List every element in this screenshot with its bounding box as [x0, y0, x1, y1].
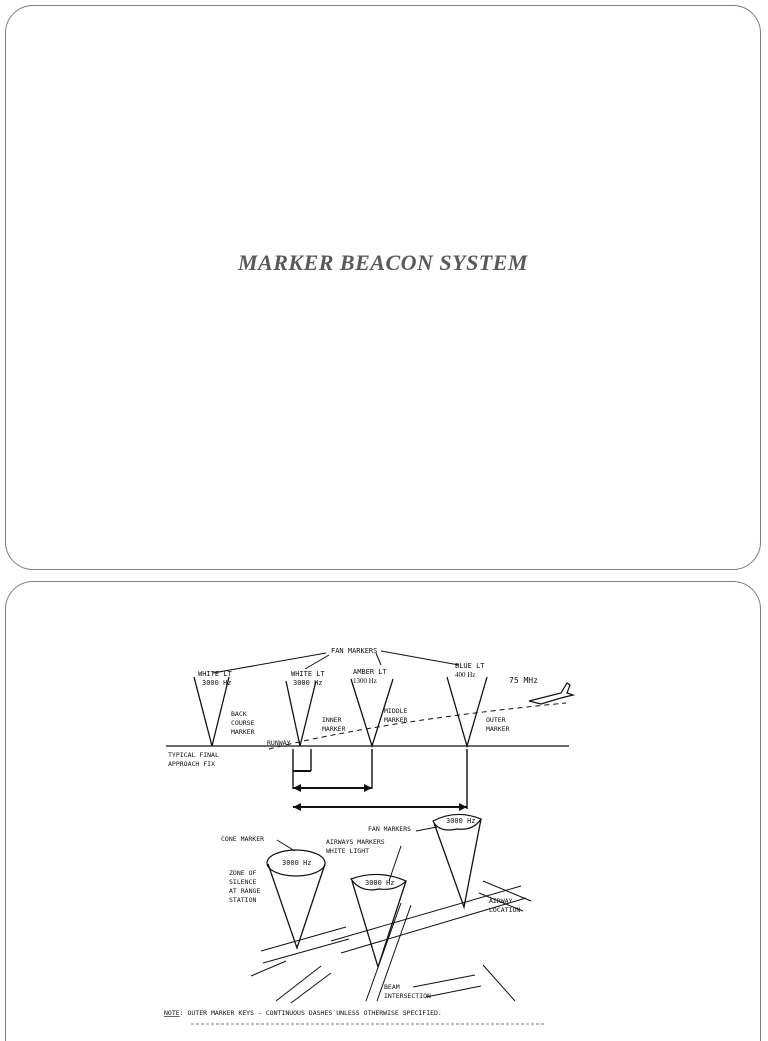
label-marker-bc: MARKER [231, 728, 255, 736]
label-hz-400: 400 Hz [455, 671, 475, 679]
label-intersection: INTERSECTION [384, 992, 431, 1000]
label-marker-inner: MARKER [322, 725, 346, 733]
note-label: NOTE [164, 1009, 180, 1017]
middle-marker-beam [350, 678, 394, 749]
label-zone-of: ZONE OF [229, 869, 256, 877]
label-at-range: AT RANGE [229, 887, 260, 895]
slide-title: MARKER BEACON SYSTEM [238, 250, 528, 275]
label-hz-3000-1: 3000 Hz [202, 679, 232, 687]
label-freq-75: 75 MHz [509, 676, 538, 685]
marker-beacon-diagram: FAN MARKERS WHITE LT 3000 Hz WHITE LT 30… [164, 647, 576, 1025]
glide-path [268, 702, 567, 750]
label-hz-fan-high: 3000 Hz [446, 817, 476, 825]
label-hz-cone: 3000 Hz [282, 859, 312, 867]
label-middle: MIDDLE [384, 707, 408, 715]
label-marker-outer: MARKER [486, 725, 510, 733]
label-airways-markers: AIRWAYS MARKERS [326, 838, 385, 846]
label-inner: INNER [322, 716, 342, 724]
label-fan-markers-low: FAN MARKERS [368, 825, 411, 833]
label-typical-final: TYPICAL FINAL [168, 751, 219, 759]
label-runway: RUNWAY [267, 739, 291, 747]
label-approach-fix: APPROACH FIX [168, 760, 215, 768]
label-beam: BEAM [384, 983, 400, 991]
outer-marker-beam [446, 676, 488, 749]
label-white-light: WHITE LIGHT [326, 847, 369, 855]
inner-marker-beam [285, 680, 317, 747]
label-hz-fan-low: 3000 Hz [365, 879, 395, 887]
label-outer: OUTER [486, 716, 506, 724]
label-marker-middle: MARKER [384, 716, 408, 724]
fan-marker-low-shape [351, 880, 407, 970]
fan-marker-high-shape [433, 818, 482, 910]
label-station: STATION [229, 896, 256, 904]
note-line: NOTE: OUTER MARKER KEYS - CONTINUOUS DAS… [164, 1009, 442, 1017]
diagram-slide: FAN MARKERS WHITE LT 3000 Hz WHITE LT 30… [5, 581, 761, 1041]
label-airway: AIRWAY [489, 897, 513, 905]
back-course-beam [193, 676, 230, 747]
label-cone-marker: CONE MARKER [221, 835, 264, 843]
label-hz-1300: 1300 Hz [353, 677, 377, 685]
aircraft-icon [528, 682, 576, 705]
label-back: BACK [231, 710, 247, 718]
label-white-lt-1: WHITE LT [198, 670, 233, 678]
label-location: LOCATION [489, 906, 520, 914]
label-fan-markers-top: FAN MARKERS [331, 647, 377, 655]
label-amber-lt: AMBER LT [353, 668, 388, 676]
label-silence: SILENCE [229, 878, 256, 886]
cone-marker-shape [267, 863, 326, 951]
label-blue-lt: BLUE LT [455, 662, 485, 670]
title-slide: MARKER BEACON SYSTEM [5, 5, 761, 570]
label-course: COURSE [231, 719, 255, 727]
label-hz-3000-2: 3000 Hz [293, 679, 323, 687]
note-text: : OUTER MARKER KEYS - CONTINUOUS DASHES … [180, 1009, 442, 1017]
label-white-lt-2: WHITE LT [291, 670, 326, 678]
